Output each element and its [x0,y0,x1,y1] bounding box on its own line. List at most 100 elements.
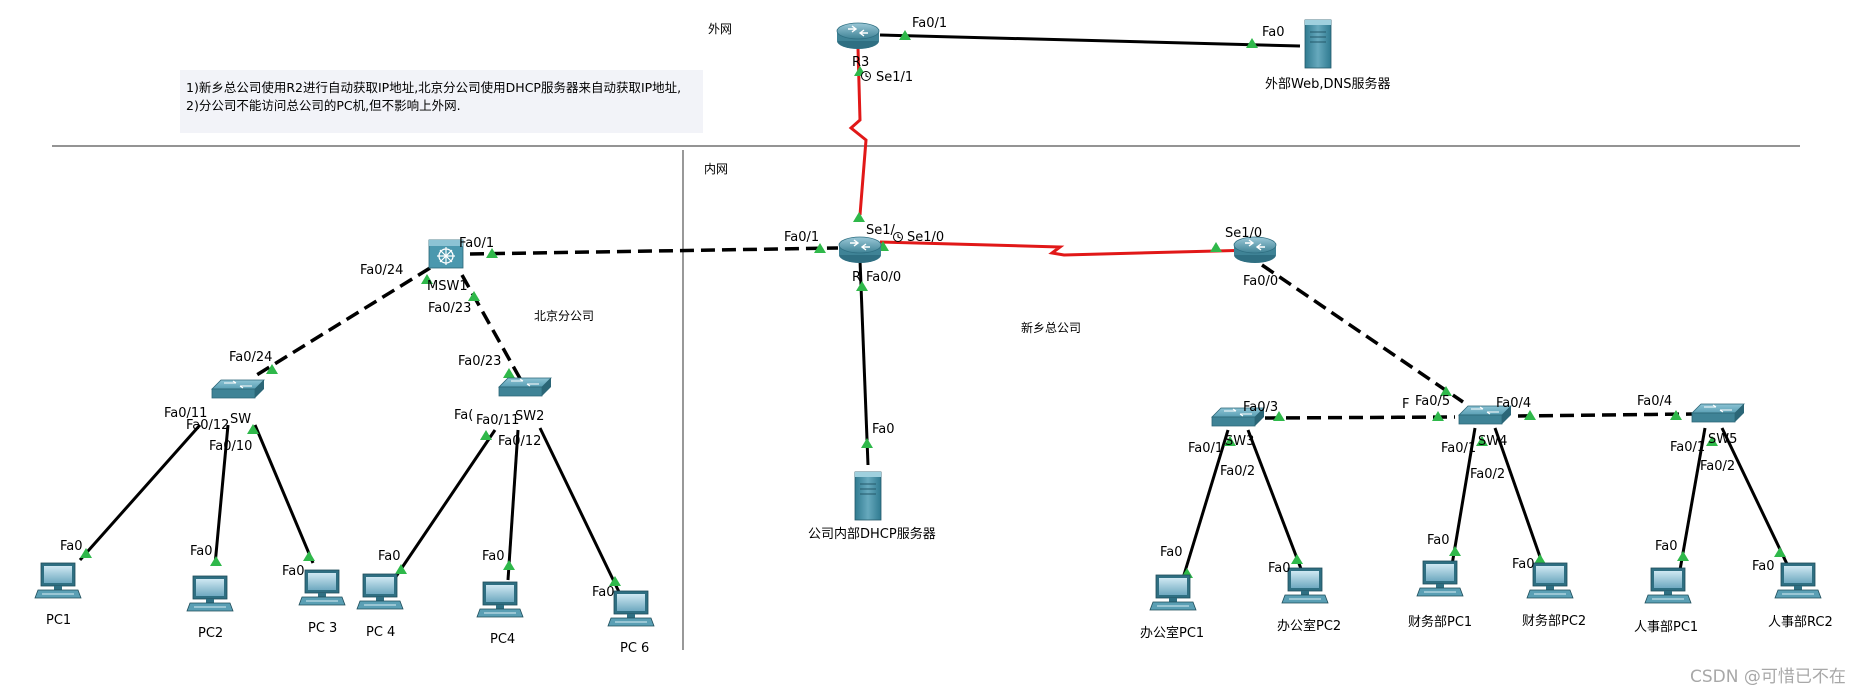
link-msw1-r1[interactable] [469,246,839,256]
port-label: Fa0/2 [1470,467,1505,482]
note-line-2: 2)分公司不能访问总公司的PC机,但不影响上外网. [186,98,461,113]
note-line-1: 1)新乡总公司使用R2进行自动获取IP地址,北京分公司使用DHCP服务器来自动获… [186,80,681,95]
zone-label-beijing: 北京分公司 [534,309,594,323]
router-icon [838,236,882,264]
pc-pc3[interactable]: PC 3 [298,569,346,636]
server-web-dns[interactable]: 外部Web,DNS服务器 [1265,19,1390,92]
port-label: Fa0/12 [498,434,541,449]
link-sw5-hrpc1[interactable] [1678,427,1707,571]
pc-icon [298,569,346,606]
pc-icon [607,590,655,627]
link-swbj2-pc4b[interactable] [506,429,520,581]
port-label: Fa0/10 [209,439,252,454]
device-label-dhcp-server: 公司内部DHCP服务器 [808,526,936,542]
pc-hr-pc1[interactable]: 人事部PC1 [1634,567,1698,635]
switch-bj2[interactable]: SW2 [498,377,552,424]
link-sw3-officepc1[interactable] [1178,429,1230,589]
pc-pc4a[interactable]: PC 4 [356,573,404,640]
switch-sw4[interactable]: SW4 [1458,405,1512,449]
pc-icon [34,562,82,599]
port-label: Fa0/24 [360,263,403,278]
link-sw4-financepc2[interactable] [1493,427,1548,575]
port-label: Fa0 [592,585,615,600]
pc-pc2[interactable]: PC2 [186,575,234,641]
link-sw4-financepc1[interactable] [1450,427,1477,566]
port-label: Fa0/4 [1637,394,1672,409]
port-label: Se1/ [866,223,896,238]
switch-icon [1691,403,1745,423]
switch-sw5[interactable]: SW5 [1691,403,1745,447]
link-r3-server[interactable] [879,33,1301,48]
device-label-office-pc2: 办公室PC2 [1277,618,1341,634]
port-label: Fa0 [190,544,213,559]
pc-office-pc2[interactable]: 办公室PC2 [1277,567,1341,634]
link-msw1-swbj1[interactable] [254,266,431,378]
link-r2-sw4[interactable] [1261,263,1464,404]
pc-icon [1774,562,1822,599]
port-label: Fa0 [1268,561,1291,576]
device-label-hr-pc2: 人事部RC2 [1768,615,1833,630]
port-label: Fa0 [1262,25,1285,40]
router-r3[interactable]: R3 [836,22,880,70]
pc-office-pc1[interactable]: 办公室PC1 [1140,574,1204,641]
link-r1-r2-serial[interactable] [879,240,1256,257]
device-label-pc2: PC2 [198,626,223,641]
link-swbj2-pc6[interactable] [538,427,622,595]
server-icon [854,471,882,521]
pc-icon [356,573,404,610]
port-label: Fa( [454,408,473,423]
port-label: Fa0/1 [1188,441,1223,456]
link-r1-dhcp[interactable] [858,259,870,466]
device-label-sw5: SW5 [1708,432,1737,447]
server-icon [1304,19,1332,69]
link-r3-r1-serial[interactable] [848,47,868,216]
switch-sw3[interactable]: SW3 [1211,407,1265,449]
port-label: Fa0/1 [912,16,947,31]
link-sw3-sw4[interactable] [1264,415,1456,420]
switch-bj1[interactable]: SW [211,379,265,427]
zone-label-external: 外网 [708,22,732,36]
device-label-office-pc1: 办公室PC1 [1140,625,1204,641]
router-r1[interactable]: R [838,236,882,285]
pc-pc4b[interactable]: PC4 [476,581,524,647]
multilayer-switch-msw1[interactable]: MSW1 [427,239,468,294]
pc-finance-pc2[interactable]: 财务部PC2 [1522,562,1586,629]
port-label: Fa0/4 [1496,396,1531,411]
multilayer-switch-icon [428,239,464,269]
pc-hr-pc2[interactable]: 人事部RC2 [1768,562,1833,630]
port-label: Fa0/3 [1243,400,1278,415]
link-swbj1-pc1[interactable] [78,424,202,561]
link-sw3-officepc2[interactable] [1246,429,1305,575]
port-label: Se1/0 [1225,226,1262,241]
pc-pc6[interactable]: PC 6 [607,590,655,656]
device-label-sw-bj1: SW [230,412,251,427]
server-dhcp[interactable]: 公司内部DHCP服务器 [808,471,936,542]
port-label: Fa0/23 [458,354,501,369]
link-sw4-sw5[interactable] [1517,412,1693,418]
port-label: Fa0 [1512,557,1535,572]
switch-icon [211,379,265,399]
link-swbj1-pc3[interactable] [253,424,315,564]
port-label: Fa0/1 [784,230,819,245]
port-label: Fa0/11 [476,413,519,428]
port-label: Fa0 [378,549,401,564]
device-label-r1: R [852,270,861,285]
port-label: Fa0 [1752,559,1775,574]
pc-finance-pc1[interactable]: 财务部PC1 [1408,560,1472,630]
pc-icon [1644,567,1692,604]
port-label: Fa0 [1160,545,1183,560]
device-label-r3: R3 [852,55,869,70]
port-label: Fa0/2 [1220,464,1255,479]
device-label-pc6: PC 6 [620,641,649,656]
link-swbj2-pc4a[interactable] [393,429,497,579]
link-sw5-hrpc2[interactable] [1720,427,1789,565]
pc-pc1[interactable]: PC1 [34,562,82,628]
port-label: Fa0/11 [164,406,207,421]
switch-icon [498,377,552,397]
dce-clock-icon-r3 [861,71,871,81]
pc-icon [1416,560,1464,597]
port-label: Fa0/24 [229,350,272,365]
link-swbj1-pc2[interactable] [213,424,230,566]
port-label: Fa0 [282,564,305,579]
